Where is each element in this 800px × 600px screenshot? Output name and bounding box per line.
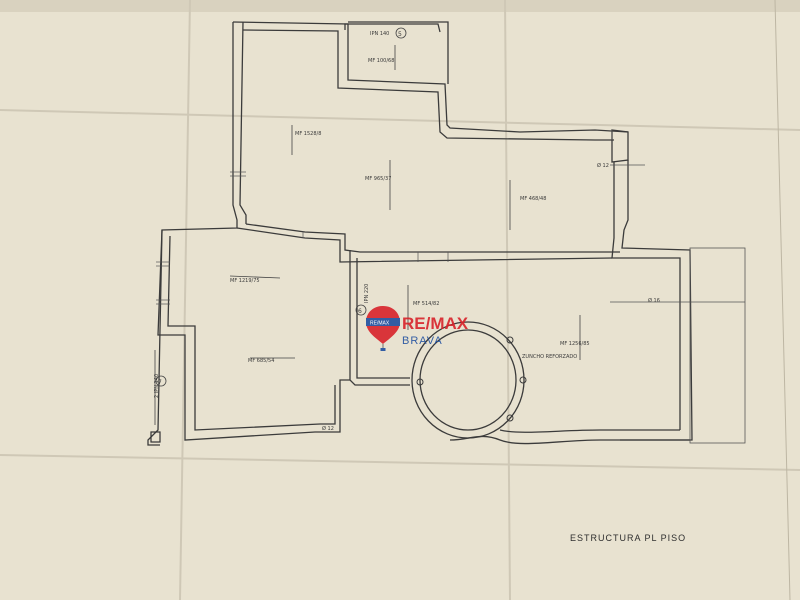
mf-right-label: MF 468/48: [520, 196, 546, 202]
right-dimension-box: [610, 164, 746, 444]
structure-walls: [147, 21, 693, 446]
mf-mid-label: MF 514/82: [413, 301, 439, 307]
mf-left-upper-label: MF 1219/75: [230, 278, 260, 284]
wall-hatch-marks: [156, 130, 613, 305]
paper-fold-horizontal: [0, 454, 800, 471]
paper-fold-horizontal: [0, 109, 800, 131]
reference-circle: [355, 304, 367, 316]
column-marker: [519, 376, 527, 384]
mf-lower-right-label: MF 1256/85: [560, 341, 590, 347]
ipn-left-label: 2 IPN 140: [154, 374, 160, 398]
ipn-middle-ref: 6: [358, 308, 362, 315]
mf-left-lower-label: MF 685/54: [248, 358, 274, 364]
zuncho-label: ZUNCHO REFORZADO: [522, 354, 577, 360]
plan-title: ESTRUCTURA PL PISO: [570, 533, 686, 543]
column-marker: [416, 378, 424, 386]
column-marker: [506, 414, 514, 422]
column-square: [150, 431, 161, 443]
ipn-middle-label: IPN 220: [364, 284, 370, 303]
remax-brand-text: RE/MAX: [402, 314, 469, 333]
ipn-top-ref: 5: [398, 31, 402, 38]
paper-fold-vertical: [504, 0, 511, 600]
paper-top-edge: [0, 0, 800, 12]
mf-center-label: MF 965/37: [365, 176, 391, 182]
ipn-top-label: IPN 140: [370, 31, 389, 37]
diam-12-top-label: Ø 12: [597, 162, 609, 169]
svg-text:RE/MAX: RE/MAX: [370, 321, 390, 327]
diam-12-bottom-label: Ø 12: [322, 425, 334, 432]
ipn-left-ref: 7: [158, 379, 162, 386]
reference-circle: [395, 27, 407, 39]
span-arrows: [154, 45, 581, 425]
remax-sub-text: BRAVA: [402, 335, 443, 347]
diam-16-label: Ø 16: [648, 297, 660, 304]
paper-fold-shadow: [774, 0, 791, 600]
remax-balloon-logo: RE/MAX: [366, 306, 400, 351]
mf-small-label: MF 100/68: [368, 58, 394, 64]
reference-circle: [155, 375, 167, 387]
mf-upper-left-label: MF 1528/8: [295, 131, 321, 137]
paper-fold-vertical: [179, 0, 191, 600]
column-marker: [506, 336, 514, 344]
remax-watermark: RE/MAX RE/MAX BRAVA: [366, 306, 469, 351]
circular-tower: [411, 321, 527, 439]
